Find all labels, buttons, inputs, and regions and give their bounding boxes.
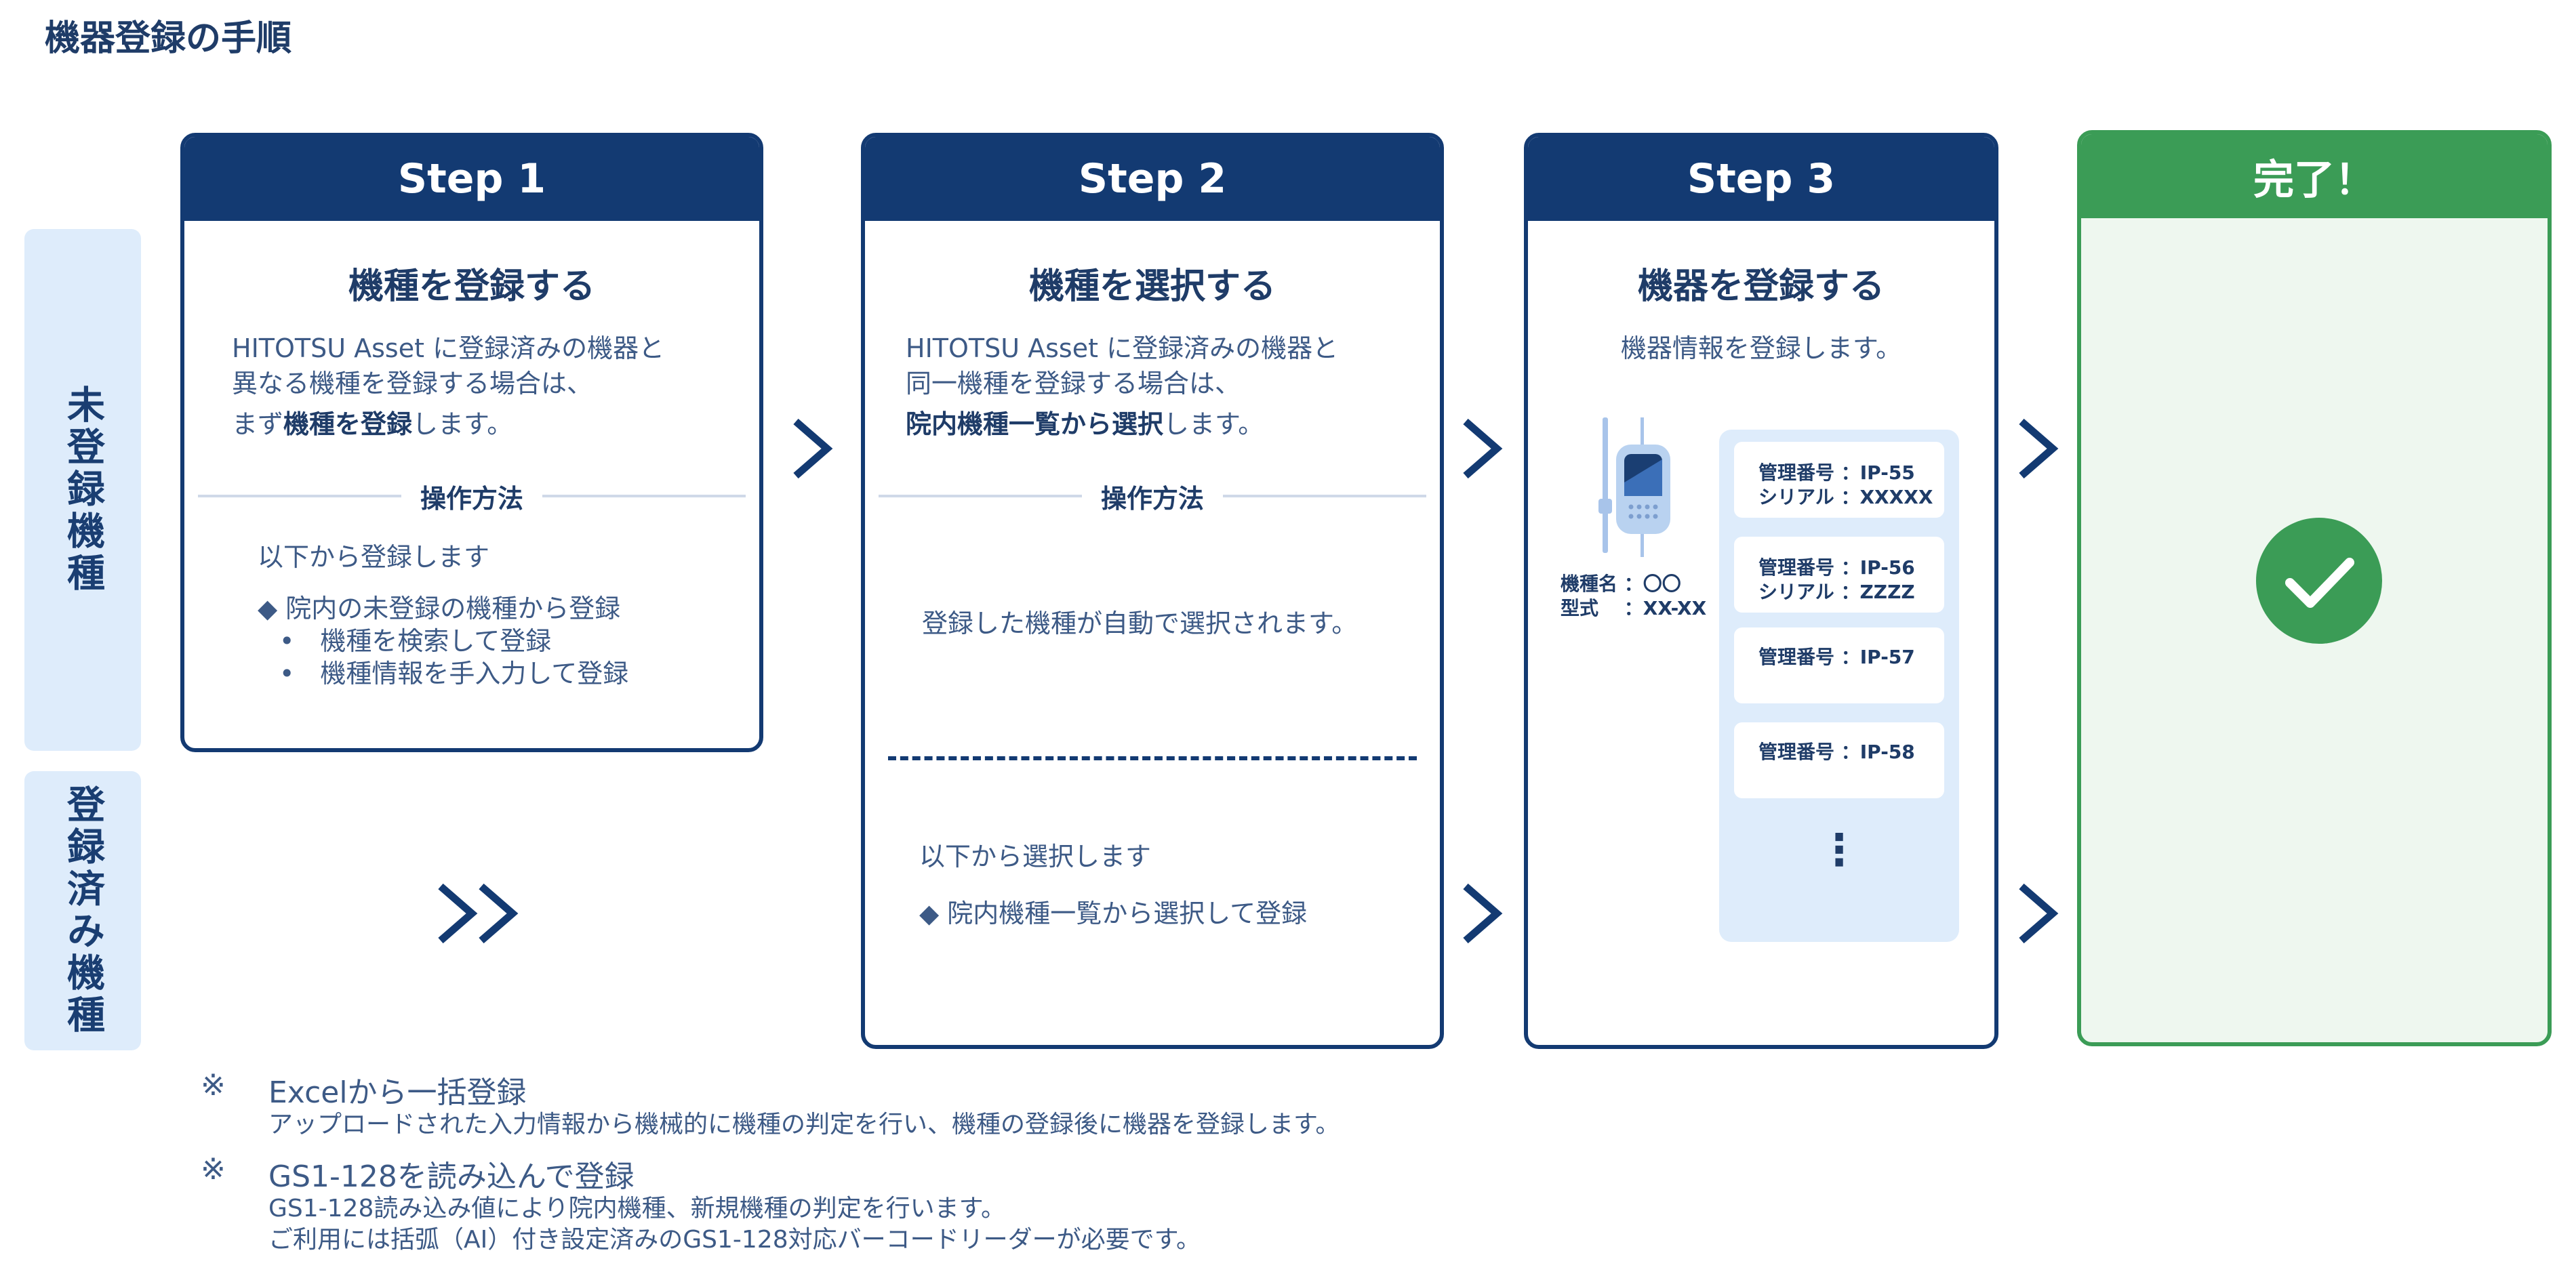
chevron-right-icon (1457, 881, 1505, 946)
step2-dashed-divider (888, 756, 1417, 760)
step1-title: 機種を登録する (348, 266, 595, 307)
note-line: GS1-128読み込み値により院内機種、新規機種の判定を行います。 (268, 1195, 1006, 1222)
step1-desc-line3-post: します。 (412, 409, 513, 439)
row-label-registered-text: 登録済み機種 (60, 785, 105, 1037)
step1-op-label: 操作方法 (420, 483, 524, 514)
step2-desc-line2: 同一機種を登録する場合は、 (906, 369, 1241, 398)
checkmark-icon (2256, 518, 2382, 644)
step1-desc-line3: まず機種を登録します。 (232, 405, 512, 443)
step3-card: Step 3 機器を登録する 機器情報を登録します。 機種名 ：〇〇 型式 ：X… (1524, 133, 1998, 1049)
step2-card: Step 2 機種を選択する HITOTSU Asset に登録済みの機器と 同… (861, 133, 1444, 1049)
step2-auto-text: 登録した機種が自動で選択されます。 (922, 609, 1358, 638)
step3-header: Step 3 (1528, 137, 1994, 221)
step3-desc-line1: 機器情報を登録します。 (1620, 333, 1902, 363)
step1-desc-line3-bold: 機種を登録 (283, 409, 413, 439)
step2-title: 機種を選択する (1028, 266, 1276, 307)
row-label-unregistered: 未登録機種 (24, 229, 141, 751)
row-label-registered: 登録済み機種 (24, 771, 141, 1050)
step1-desc-line3-pre: まず (232, 409, 284, 439)
step3-device-model-value: ：XX-XX (1624, 597, 1707, 619)
double-chevron-right-icon (432, 881, 527, 946)
device-item-line1: 管理番号 ：IP-58 (1758, 741, 1915, 763)
step2-op-intro: 以下から選択します (919, 842, 1152, 871)
step3-device-model: 型式 ：XX-XX (1561, 596, 1706, 621)
done-header: 完了！ (2081, 134, 2548, 218)
device-item-line1: 管理番号 ：IP-57 (1758, 646, 1915, 668)
note-mark: ※ (201, 1068, 226, 1103)
medical-device-icon (1593, 417, 1674, 688)
device-list-item: 管理番号 ：IP-57 (1734, 627, 1944, 703)
step3-title: 機器を登録する (1637, 266, 1885, 307)
step2-desc-line3: 院内機種一覧から選択します。 (906, 405, 1264, 443)
row-label-unregistered-text: 未登録機種 (60, 385, 105, 595)
step1-op-sub2: • 機種情報を手入力して登録 (279, 659, 629, 688)
chevron-right-icon (1457, 416, 1505, 481)
device-list-item: 管理番号 ：IP-56 シリアル ：ZZZZ (1734, 537, 1944, 613)
device-list-panel: 管理番号 ：IP-55 シリアル ：XXXXX 管理番号 ：IP-56 シリアル… (1719, 430, 1959, 942)
device-item-line2: シリアル ：ZZZZ (1758, 581, 1915, 603)
device-item-line1: 管理番号 ：IP-55 (1758, 461, 1915, 484)
note-title: Excelから一括登録 (268, 1075, 527, 1110)
step1-op-divider: 操作方法 (198, 481, 746, 514)
chevron-right-icon (2013, 881, 2061, 946)
step3-device-name: 機種名 ：〇〇 (1561, 572, 1681, 596)
device-list-more: ⋮ (1817, 825, 1861, 876)
step2-op-item: ◆ 院内機種一覧から選択して登録 (919, 899, 1308, 928)
device-list-item: 管理番号 ：IP-58 (1734, 722, 1944, 798)
device-item-line2: シリアル ：XXXXX (1758, 486, 1933, 508)
step3-device-name-label: 機種名 (1561, 573, 1618, 595)
step1-op-intro: 以下から登録します (258, 542, 490, 572)
step1-card: Step 1 機種を登録する HITOTSU Asset に登録済みの機器と 異… (180, 133, 763, 752)
step2-desc-line3-bold: 院内機種一覧から選択 (906, 409, 1164, 439)
step2-op-label: 操作方法 (1101, 483, 1205, 514)
step2-header: Step 2 (865, 137, 1440, 221)
note-line: アップロードされた入力情報から機械的に機種の判定を行い、機種の登録後に機器を登録… (268, 1111, 1340, 1138)
device-item-line1: 管理番号 ：IP-56 (1758, 556, 1915, 579)
device-list-item: 管理番号 ：IP-55 シリアル ：XXXXX (1734, 442, 1944, 518)
step1-op-sub1: • 機種を検索して登録 (279, 626, 552, 656)
step3-device-model-label: 型式 (1561, 597, 1599, 619)
done-card: 完了！ (2077, 130, 2552, 1046)
step2-op-divider: 操作方法 (879, 481, 1427, 514)
step2-desc-line1: HITOTSU Asset に登録済みの機器と (906, 333, 1339, 363)
step1-desc-line1: HITOTSU Asset に登録済みの機器と (232, 333, 665, 363)
chevron-right-icon (788, 416, 835, 481)
note-title: GS1-128を読み込んで登録 (268, 1159, 635, 1194)
note-mark: ※ (201, 1152, 226, 1187)
step1-header: Step 1 (184, 137, 759, 221)
step3-device-name-value: ：〇〇 (1624, 573, 1681, 595)
note-line: ご利用には括弧（AI）付き設定済みのGS1-128対応バーコードリーダーが必要で… (268, 1226, 1201, 1254)
step1-op-item: ◆ 院内の未登録の機種から登録 (258, 594, 621, 623)
chevron-right-icon (2013, 416, 2061, 481)
step2-desc-line3-post: します。 (1163, 409, 1264, 439)
page-title: 機器登録の手順 (45, 18, 292, 59)
step1-desc-line2: 異なる機種を登録する場合は、 (232, 369, 593, 398)
